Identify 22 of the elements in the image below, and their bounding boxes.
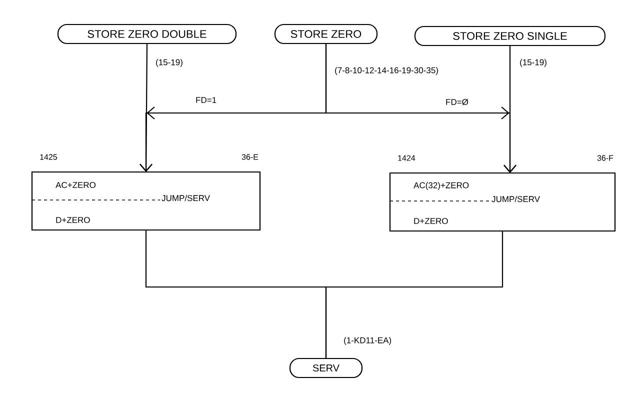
page-reference: 36-E <box>242 154 258 160</box>
terminal-box: STORE ZERO SINGLE <box>414 26 606 46</box>
jump-text: JUMP/SERV <box>162 194 210 202</box>
edge-label: FD=Ø <box>446 98 468 106</box>
connector <box>504 46 516 173</box>
operation-text: AC(32)+ZERO <box>414 182 469 190</box>
terminal-box: STORE ZERO <box>274 24 378 44</box>
line-reference: (7-8-10-12-14-16-19-30-35) <box>335 67 438 75</box>
line-reference: (1-KD11-EA) <box>344 337 392 345</box>
connector <box>325 232 504 358</box>
edge-label: (15-19) <box>156 59 182 67</box>
operation-text: D+ZERO <box>56 217 90 223</box>
terminal-box: STORE ZERO DOUBLE <box>57 24 237 44</box>
block-number: 1424 <box>398 155 416 161</box>
operation-text: D+ZERO <box>414 218 448 224</box>
edge-label: (15-19) <box>520 59 546 67</box>
operation-text: AC+ZERO <box>56 182 96 188</box>
block-number: 1425 <box>40 154 57 160</box>
edge-label: FD=1 <box>196 97 216 103</box>
page-reference: 36-F <box>597 155 614 161</box>
jump-text: JUMP/SERV <box>492 196 540 202</box>
terminal-box: SERV <box>289 358 363 378</box>
